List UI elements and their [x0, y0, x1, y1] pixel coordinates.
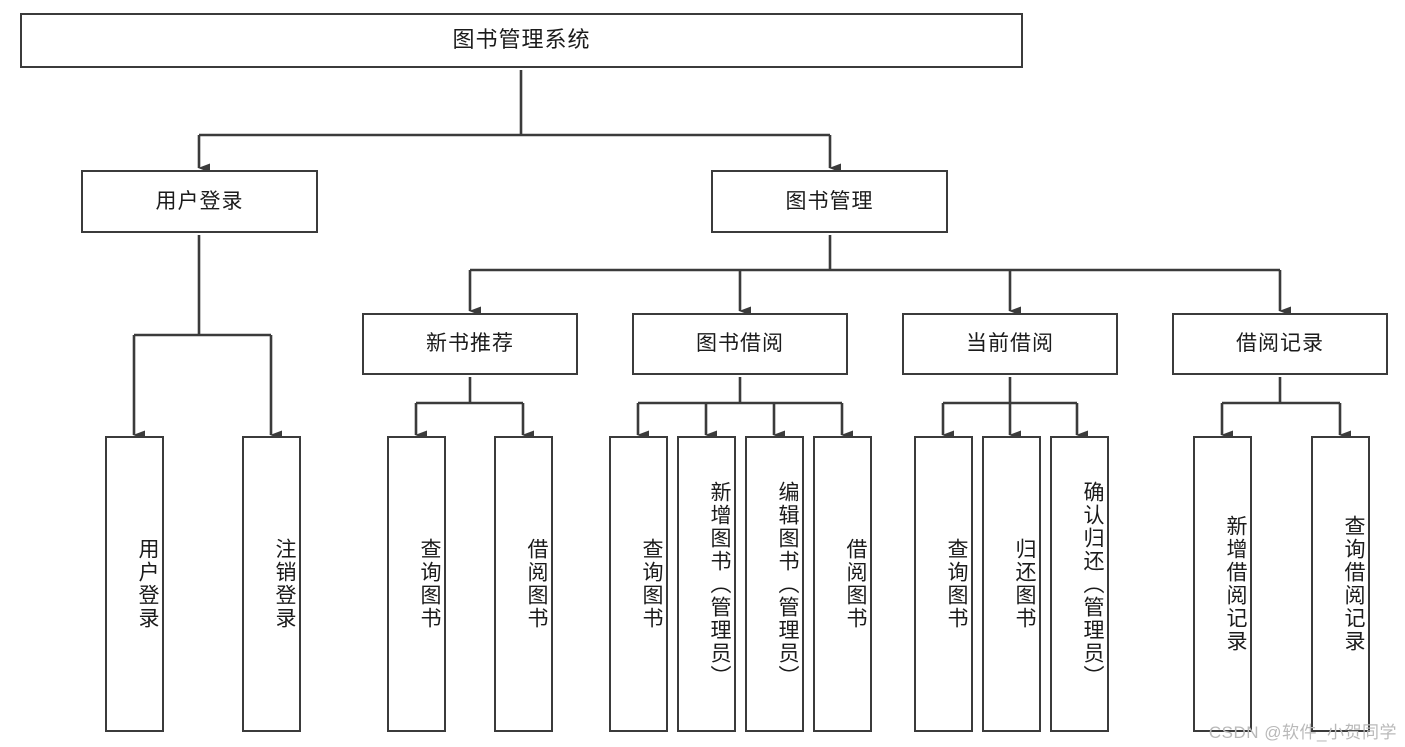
node-book-manage-label: 图书管理: [785, 189, 874, 213]
leaf-user-login-1-label: 用户登录: [136, 538, 159, 630]
node-current-borrow[interactable]: 当前借阅: [902, 313, 1118, 375]
leaf-book-borrow-1[interactable]: 查询图书: [609, 436, 668, 732]
node-book-borrow[interactable]: 图书借阅: [632, 313, 848, 375]
node-user-login[interactable]: 用户登录: [81, 170, 318, 233]
node-new-book-recommend[interactable]: 新书推荐: [362, 313, 578, 375]
leaf-book-borrow-3[interactable]: 编辑图书（管理员）: [745, 436, 804, 732]
node-book-manage[interactable]: 图书管理: [711, 170, 948, 233]
node-borrow-record-label: 借阅记录: [1236, 332, 1324, 356]
leaf-book-borrow-4[interactable]: 借阅图书: [813, 436, 872, 732]
leaf-user-login-2[interactable]: 注销登录: [242, 436, 301, 732]
node-root[interactable]: 图书管理系统: [20, 13, 1023, 68]
leaf-book-borrow-1-label: 查询图书: [640, 538, 663, 630]
leaf-borrow-record-1[interactable]: 新增借阅记录: [1193, 436, 1252, 732]
leaf-user-login-2-label: 注销登录: [273, 538, 296, 630]
leaf-new-book-2[interactable]: 借阅图书: [494, 436, 553, 732]
node-new-book-recommend-label: 新书推荐: [426, 332, 514, 356]
node-current-borrow-label: 当前借阅: [966, 332, 1054, 356]
leaf-user-login-1[interactable]: 用户登录: [105, 436, 164, 732]
node-borrow-record[interactable]: 借阅记录: [1172, 313, 1388, 375]
leaf-borrow-record-2-label: 查询借阅记录: [1342, 515, 1365, 653]
leaf-book-borrow-2[interactable]: 新增图书（管理员）: [677, 436, 736, 732]
leaf-current-borrow-2-label: 归还图书: [1013, 538, 1036, 630]
node-root-label: 图书管理系统: [452, 27, 591, 53]
node-book-borrow-label: 图书借阅: [696, 332, 784, 356]
leaf-book-borrow-2-label: 新增图书（管理员）: [708, 480, 731, 688]
leaf-borrow-record-2[interactable]: 查询借阅记录: [1311, 436, 1370, 732]
leaf-new-book-2-label: 借阅图书: [525, 538, 548, 630]
watermark: CSDN @软件_小贺同学: [1208, 723, 1397, 742]
leaf-new-book-1-label: 查询图书: [418, 538, 441, 630]
leaf-book-borrow-3-label: 编辑图书（管理员）: [776, 480, 799, 688]
leaf-current-borrow-3[interactable]: 确认归还（管理员）: [1050, 436, 1109, 732]
leaf-current-borrow-1[interactable]: 查询图书: [914, 436, 973, 732]
leaf-book-borrow-4-label: 借阅图书: [844, 538, 867, 630]
leaf-current-borrow-1-label: 查询图书: [945, 538, 968, 630]
leaf-current-borrow-2[interactable]: 归还图书: [982, 436, 1041, 732]
node-user-login-label: 用户登录: [155, 189, 244, 213]
leaf-new-book-1[interactable]: 查询图书: [387, 436, 446, 732]
leaf-borrow-record-1-label: 新增借阅记录: [1224, 515, 1247, 653]
leaf-current-borrow-3-label: 确认归还（管理员）: [1081, 480, 1104, 688]
